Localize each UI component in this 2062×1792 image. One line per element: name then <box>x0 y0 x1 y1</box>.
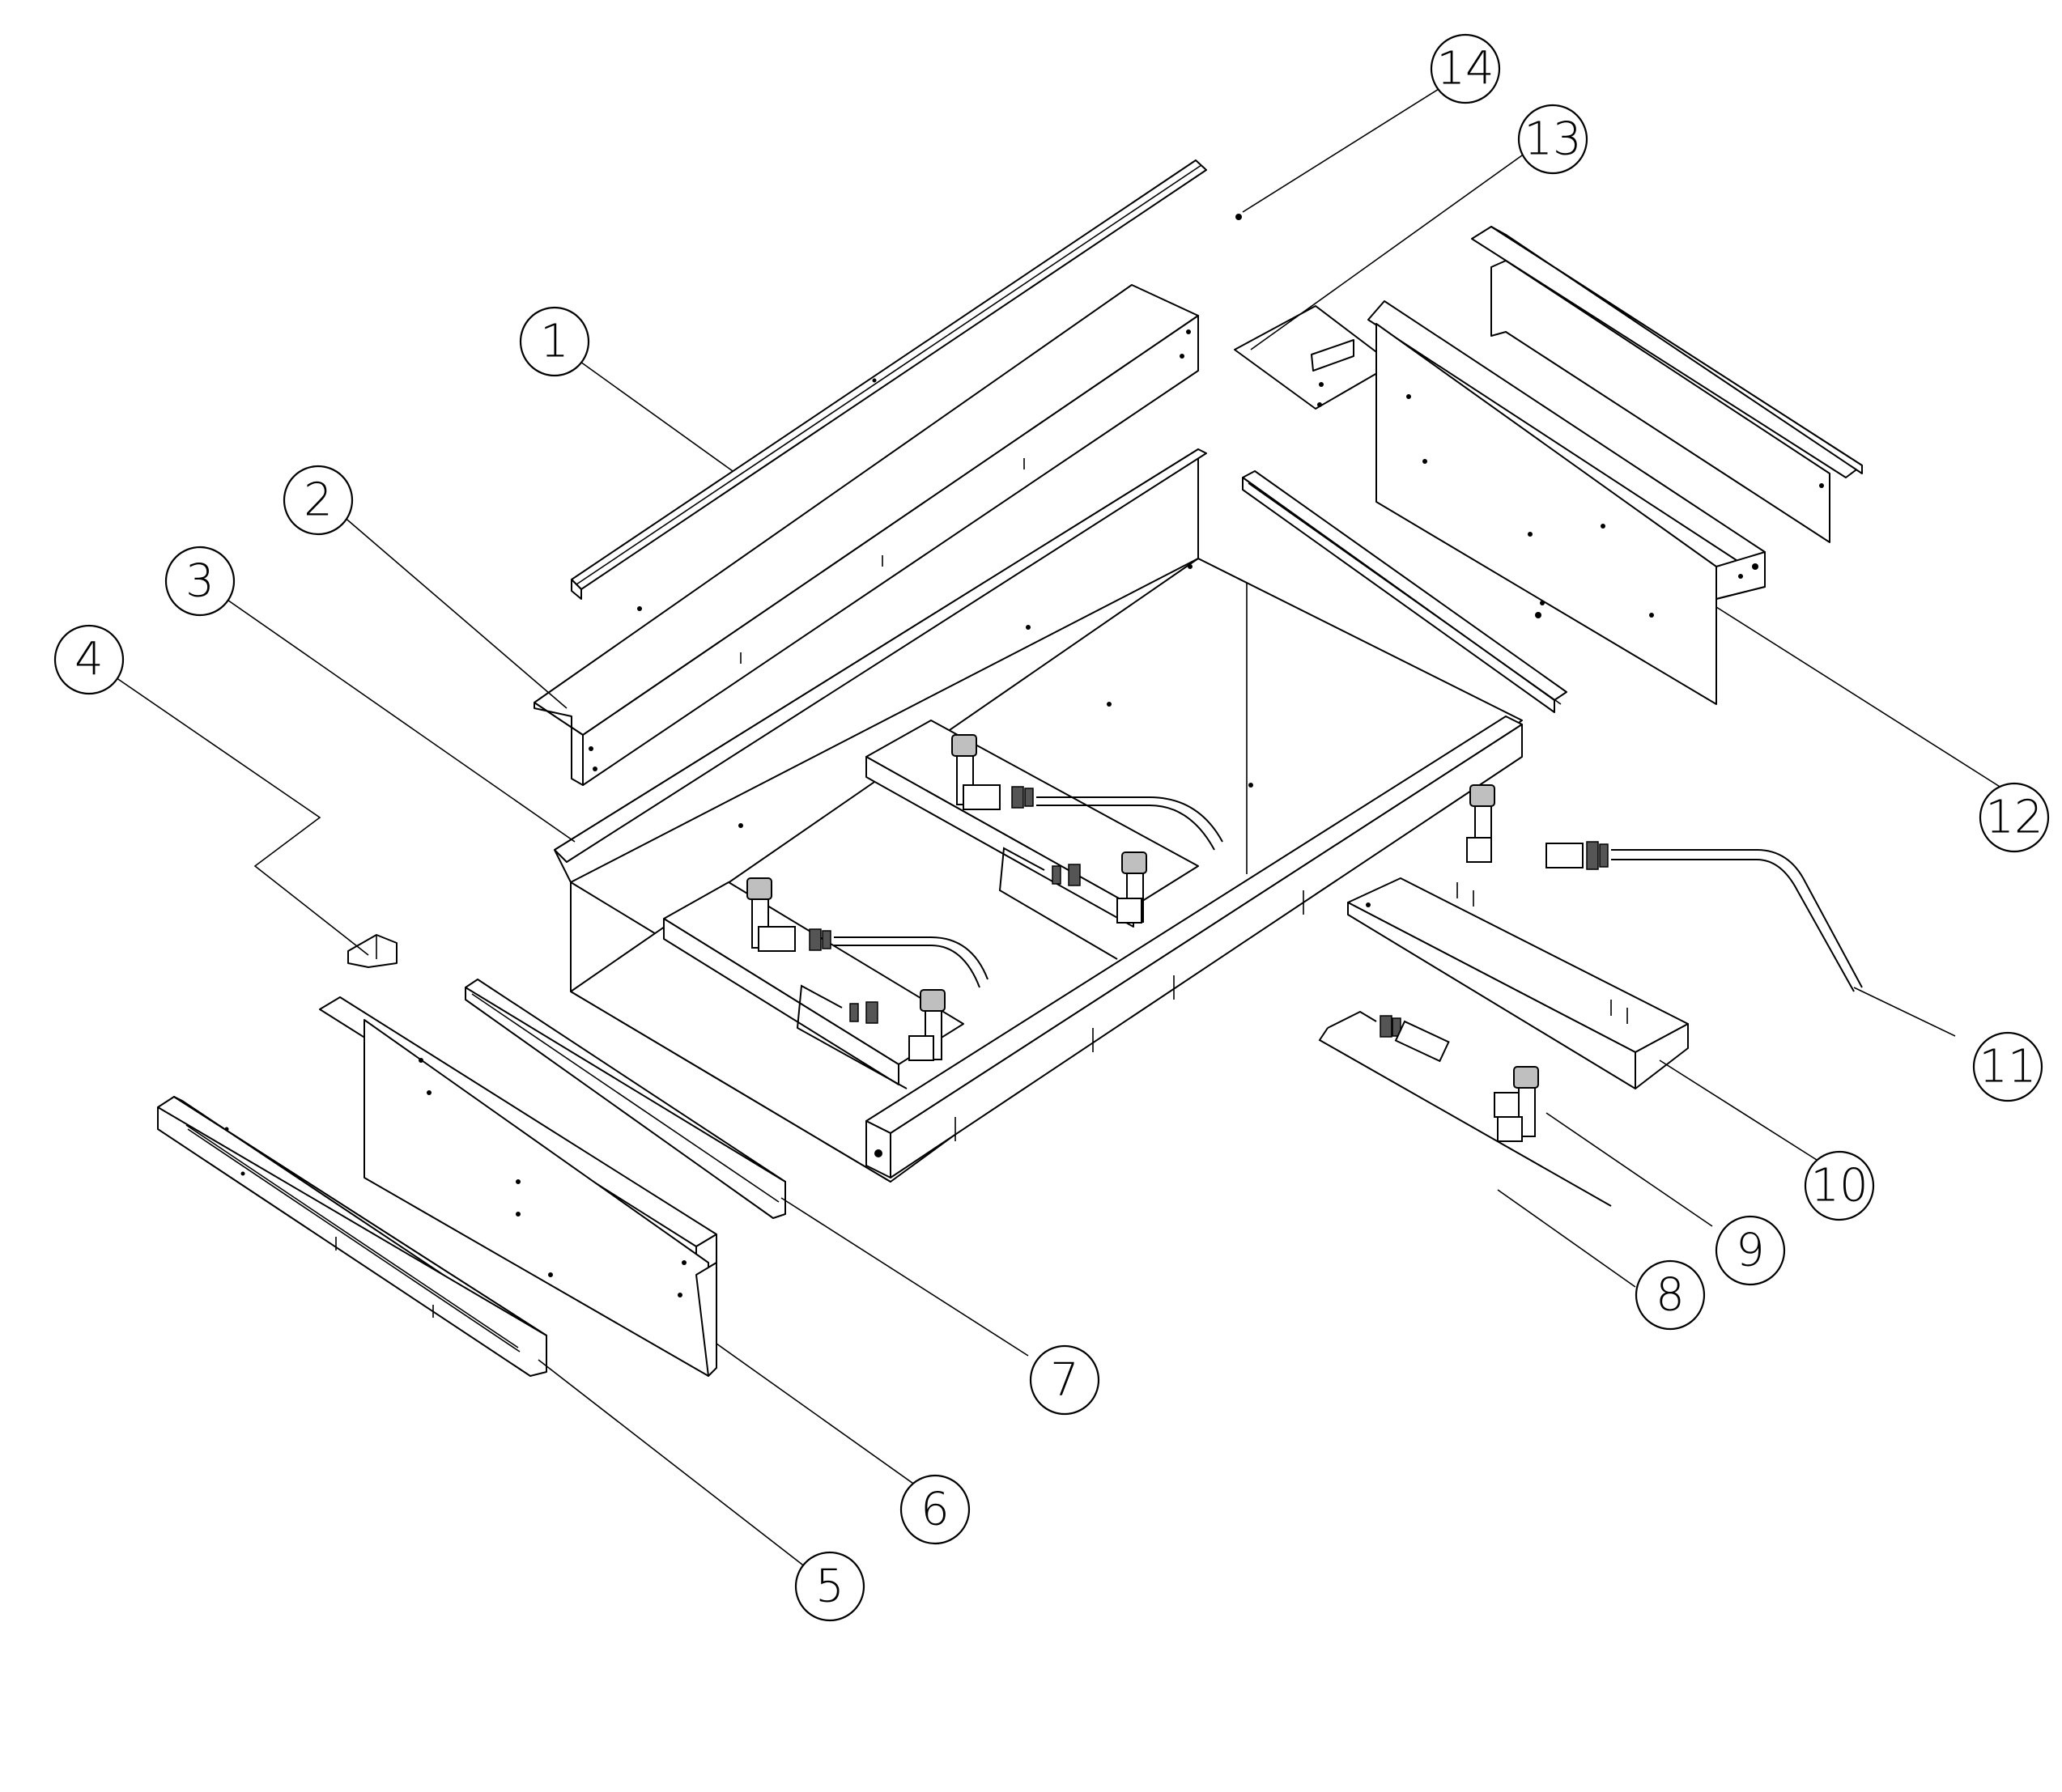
part-6-front-channel <box>319 996 717 1377</box>
callout-2: 2 <box>283 465 354 536</box>
part-7-angle-rail <box>465 979 786 1219</box>
callout-5-label: 5 <box>815 1561 844 1613</box>
callout-3: 3 <box>164 546 236 617</box>
leader-lines <box>113 84 2005 1571</box>
callout-13-label: 13 <box>1524 113 1581 166</box>
callout-6-label: 6 <box>920 1484 950 1536</box>
callout-1: 1 <box>519 306 590 377</box>
callout-7-label: 7 <box>1050 1354 1079 1407</box>
callout-2-label: 2 <box>304 474 333 527</box>
part-9-valve <box>1494 1066 1539 1142</box>
part-10-right-channel <box>1347 877 1689 1089</box>
part-3-main-frame <box>554 448 1523 1183</box>
callout-9-label: 9 <box>1736 1225 1765 1277</box>
callout-1-label: 1 <box>540 316 569 368</box>
callout-3-label: 3 <box>185 555 215 608</box>
burner-valves-assembly <box>746 734 1223 1089</box>
part-13-cover-plate <box>1234 305 1393 410</box>
callout-11-label: 11 <box>1979 1041 2036 1093</box>
part-2-rear-channel <box>534 284 1199 786</box>
callout-6: 6 <box>899 1474 971 1545</box>
part-14-screw <box>1235 214 1242 220</box>
callout-4-label: 4 <box>74 634 104 686</box>
callout-12-label: 12 <box>1985 792 2043 844</box>
callout-4: 4 <box>53 624 125 695</box>
callout-8-label: 8 <box>1656 1269 1685 1322</box>
callout-8: 8 <box>1635 1259 1706 1331</box>
callout-9: 9 <box>1715 1215 1786 1286</box>
callout-14-label: 14 <box>1436 43 1494 96</box>
part-11-valve-pipe <box>1466 784 1863 992</box>
callout-13: 13 <box>1517 104 1588 175</box>
callout-7: 7 <box>1029 1344 1100 1416</box>
callout-12: 12 <box>1979 782 2050 853</box>
callout-5: 5 <box>794 1551 865 1622</box>
callout-11: 11 <box>1972 1031 2043 1102</box>
callout-14: 14 <box>1430 33 1501 104</box>
part-4-bracket <box>347 934 398 968</box>
part-5-front-strip <box>157 1096 547 1377</box>
part-rail-right <box>1242 470 1567 713</box>
callout-10-label: 10 <box>1810 1160 1868 1212</box>
part-1-top-rail <box>571 159 1207 611</box>
part-12-side-channel <box>1367 226 1863 705</box>
callout-10: 10 <box>1804 1150 1875 1221</box>
part-8-burner-tube <box>1318 1010 1612 1207</box>
